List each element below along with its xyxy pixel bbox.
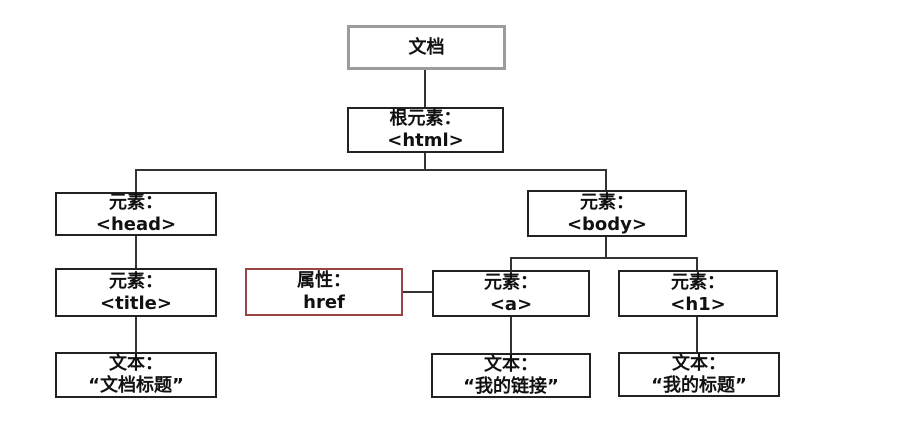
node-href-attribute: 属性： href [245,268,403,316]
node-title-element: 元素： <title> [55,268,217,317]
connector-branch-h1 [696,257,698,270]
node-title-text: 文本： “文档标题” [55,352,217,398]
node-h1-element: 元素： <h1> [618,270,778,317]
node-title-label: 元素： [109,270,163,292]
node-a-text: 文本： “我的链接” [431,353,591,398]
node-body-value: <body> [566,213,648,235]
connector-attribute-a [403,291,432,293]
node-body-element: 元素： <body> [527,190,687,237]
node-h1-text: 文本： “我的标题” [618,352,780,397]
node-attribute-label: 属性： [297,270,351,291]
connector-body-branch [605,237,607,258]
connector-body-children [510,257,698,259]
node-a-element: 元素： <a> [432,270,590,317]
connector-html-branch [424,152,426,170]
connector-document-html [424,70,426,107]
node-html-root: 根元素： <html> [347,107,504,153]
node-h1-text-label: 文本： [672,352,726,374]
node-document: 文档 [347,25,506,70]
node-body-label: 元素： [580,191,634,213]
connector-branch-body [605,169,607,190]
connector-branch-a [510,257,512,270]
node-a-value: <a> [489,293,533,315]
node-head-label: 元素： [109,192,163,213]
node-head-value: <head> [95,214,177,235]
connector-title-text [135,317,137,352]
node-html-label: 根元素： [389,108,462,129]
node-title-text-value: “文档标题” [88,375,184,396]
node-title-text-label: 文本： [109,353,163,374]
node-a-text-label: 文本： [484,353,538,375]
connector-a-text [510,317,512,353]
node-a-text-value: “我的链接” [463,375,559,397]
node-document-label: 文档 [408,36,445,58]
node-head-element: 元素： <head> [55,192,217,236]
node-a-label: 元素： [484,271,538,293]
node-html-value: <html> [387,130,464,151]
connector-h1-text [696,317,698,352]
node-h1-label: 元素： [671,271,725,293]
connector-html-children [135,169,607,171]
node-title-value: <title> [100,292,172,314]
node-h1-text-value: “我的标题” [651,374,747,396]
node-attribute-value: href [303,292,345,313]
node-h1-value: <h1> [670,293,726,315]
connector-branch-head [135,169,137,192]
connector-head-title [135,235,137,268]
